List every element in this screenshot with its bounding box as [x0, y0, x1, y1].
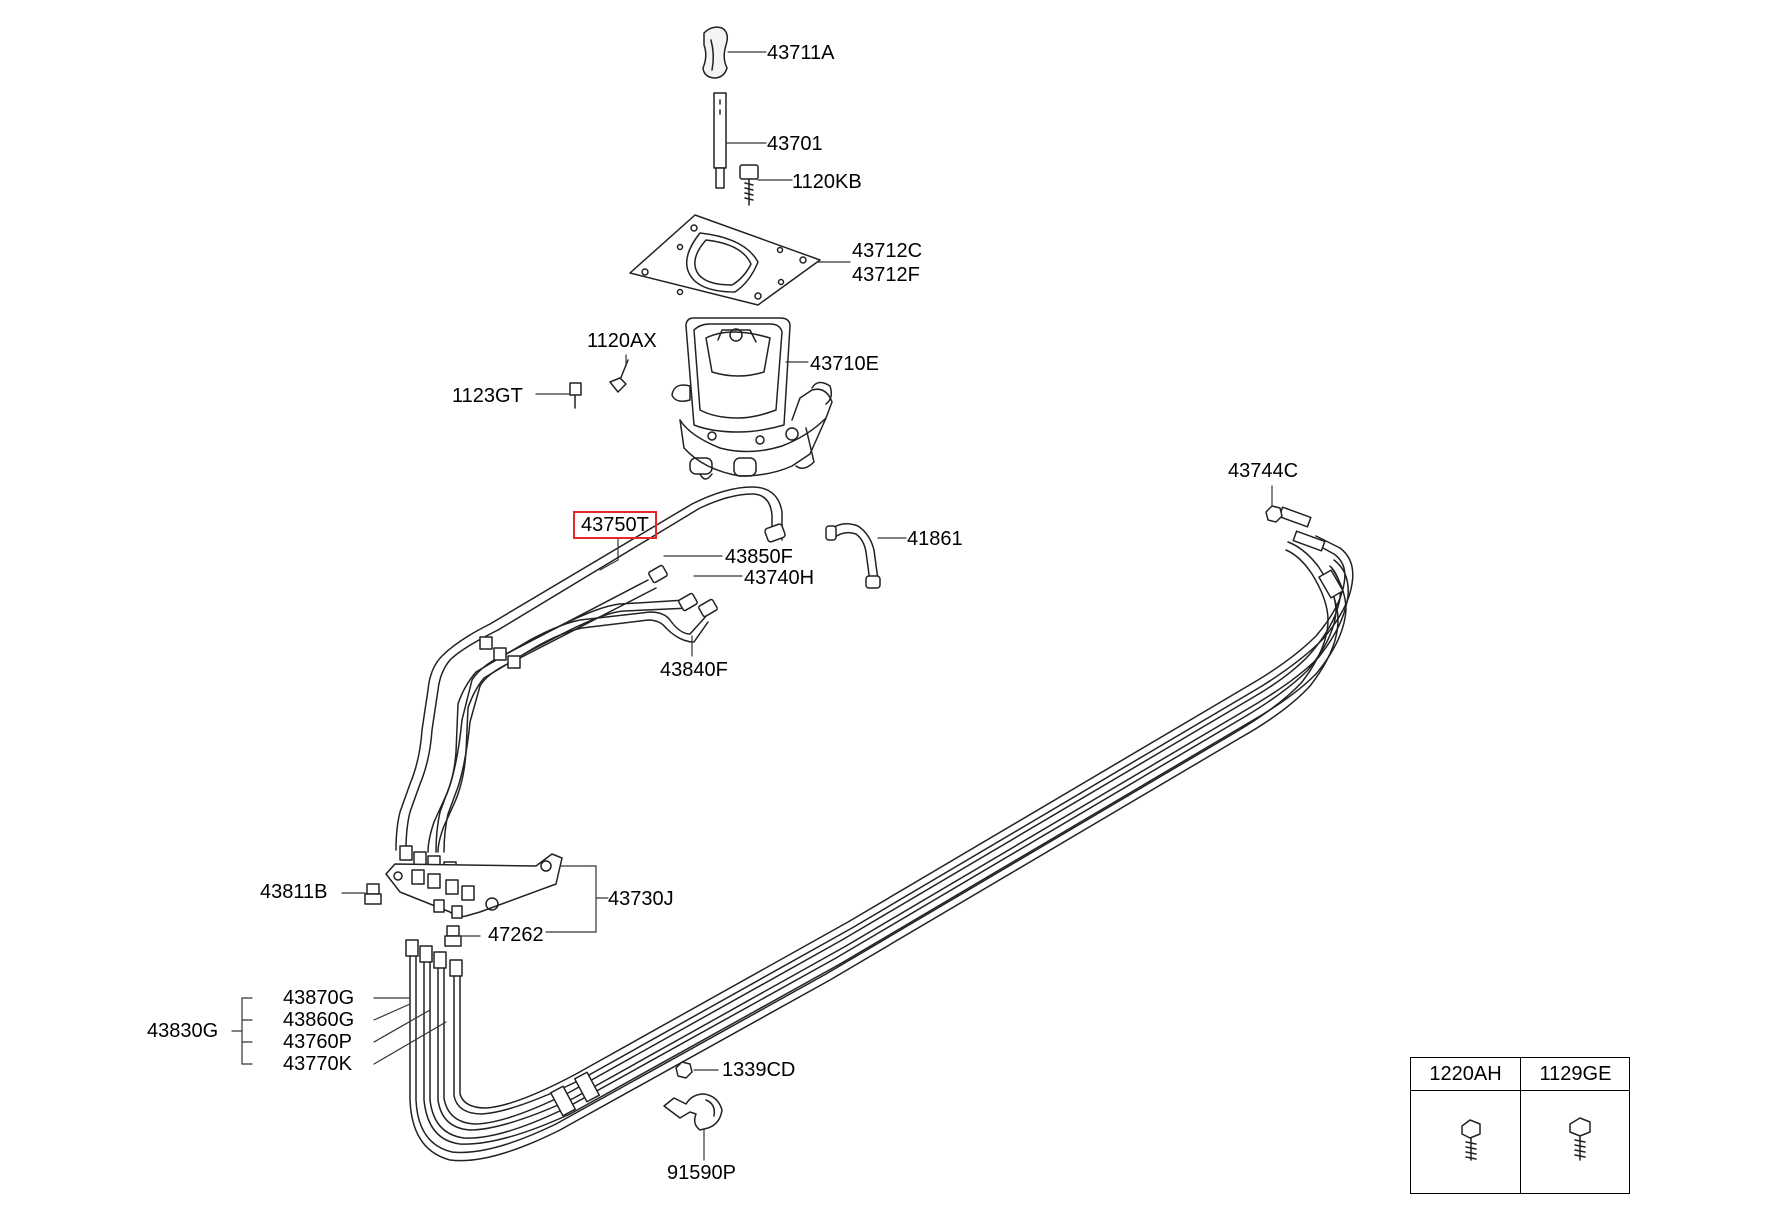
shift-knob-part — [702, 26, 729, 79]
shift-lever-part — [713, 92, 727, 189]
label-43830g[interactable]: 43830G — [147, 1020, 219, 1042]
label-43840f[interactable]: 43840F — [660, 659, 728, 681]
label-43712f[interactable]: 43712F — [852, 264, 920, 286]
label-43870g[interactable]: 43870G — [283, 987, 355, 1009]
label-43750t-highlighted[interactable]: 43750T — [573, 511, 657, 539]
label-43701[interactable]: 43701 — [767, 133, 823, 155]
label-91590p[interactable]: 91590P — [667, 1162, 736, 1184]
label-47262[interactable]: 47262 — [488, 924, 544, 946]
label-43860g[interactable]: 43860G — [283, 1009, 355, 1031]
label-43740h[interactable]: 43740H — [744, 567, 815, 589]
screw-1220ah-icon — [1461, 1119, 1481, 1161]
flexible-hoses-part — [405, 506, 1354, 1162]
label-43730j[interactable]: 43730J — [608, 888, 674, 910]
label-43770k[interactable]: 43770K — [283, 1053, 352, 1075]
label-43760p[interactable]: 43760P — [283, 1031, 352, 1053]
nut-1339cd-part — [675, 1061, 693, 1079]
fastener-table: 1220AH 1129GE — [1410, 1057, 1630, 1194]
label-43811b[interactable]: 43811B — [260, 881, 328, 903]
label-43712c[interactable]: 43712C — [852, 240, 923, 262]
fitting-47262-part — [444, 925, 462, 947]
label-43744c[interactable]: 43744C — [1228, 460, 1299, 482]
nut-43744c-part — [1265, 505, 1283, 523]
gasket-plate-part — [629, 214, 821, 306]
table-cell-1220ah — [1411, 1090, 1521, 1193]
bolt-1120kb-part — [739, 164, 759, 206]
label-43710e[interactable]: 43710E — [810, 353, 879, 375]
shift-housing-part — [671, 317, 833, 480]
bolt-1120ax-part — [609, 359, 629, 393]
bracket-43730j-part — [385, 853, 563, 919]
label-1339cd[interactable]: 1339CD — [722, 1059, 796, 1081]
label-43711a[interactable]: 43711A — [767, 42, 835, 64]
bolt-1123gt-part — [569, 382, 582, 409]
label-43850f[interactable]: 43850F — [725, 546, 793, 568]
fitting-43811b-part — [364, 883, 382, 905]
label-41861[interactable]: 41861 — [907, 528, 963, 550]
label-1120kb[interactable]: 1120KB — [792, 171, 862, 193]
clip-91590p-part — [663, 1093, 723, 1131]
leader-lines — [231, 51, 1273, 1161]
label-1120ax[interactable]: 1120AX — [587, 330, 657, 352]
screw-1129ge-icon — [1569, 1117, 1591, 1161]
label-1123gt[interactable]: 1123GT — [452, 385, 523, 407]
table-header-1220ah[interactable]: 1220AH — [1411, 1058, 1521, 1091]
hose-41861-part — [825, 523, 881, 589]
table-header-1129ge[interactable]: 1129GE — [1521, 1058, 1630, 1091]
